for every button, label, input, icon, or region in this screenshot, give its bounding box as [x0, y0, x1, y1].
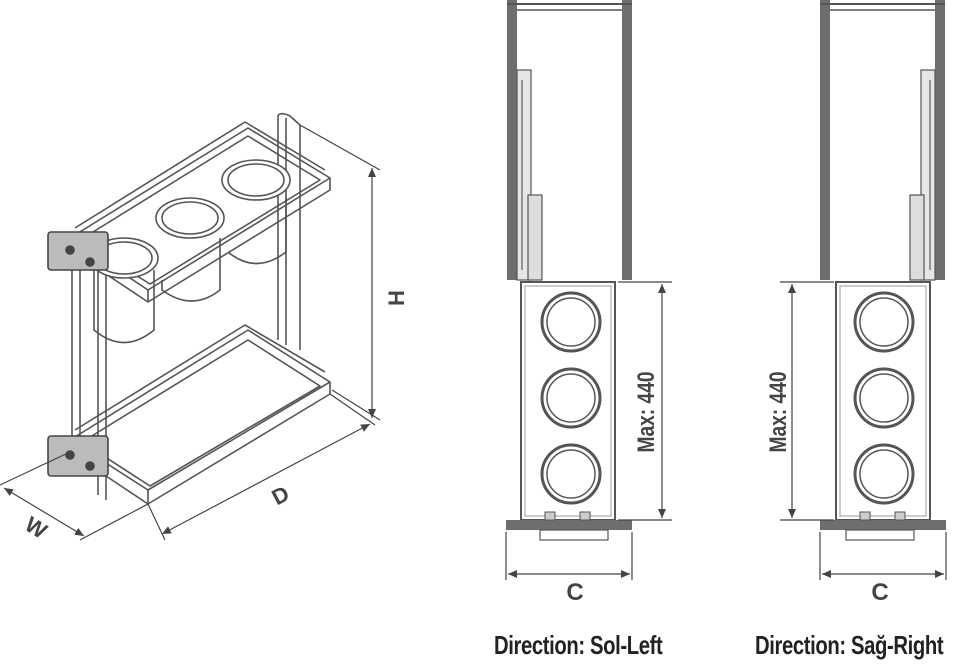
cabinet-base-right	[820, 520, 946, 530]
cabinet-left	[507, 0, 632, 281]
cup-middle	[155, 197, 225, 302]
max-label-right: Max: 440	[764, 371, 792, 452]
lower-tray	[69, 324, 331, 505]
right-direction-view	[780, 0, 947, 580]
width-label: W	[21, 512, 52, 544]
depth-dimension-line	[161, 423, 371, 535]
cup-circles-left	[540, 291, 602, 505]
isometric-basket	[47, 112, 331, 505]
cabinet-base-left	[506, 520, 632, 530]
caption-left: Direction: Sol-Left	[494, 630, 663, 660]
cup-rear	[221, 159, 291, 265]
max-label-left: Max: 440	[632, 371, 660, 452]
depth-label: D	[268, 481, 294, 511]
width-dimension-line	[3, 487, 85, 537]
slide-bracket-top	[47, 231, 109, 271]
height-label: H	[384, 290, 409, 306]
slide-bracket-bottom	[47, 435, 109, 477]
cabinet-right	[820, 0, 945, 281]
left-direction-view	[505, 0, 672, 580]
caption-right: Direction: Sağ-Right	[755, 630, 944, 660]
c-label-right: C	[871, 579, 888, 606]
iso-dimensions	[0, 124, 381, 541]
c-label-left: C	[566, 579, 583, 606]
cup-circles-right	[853, 291, 915, 505]
